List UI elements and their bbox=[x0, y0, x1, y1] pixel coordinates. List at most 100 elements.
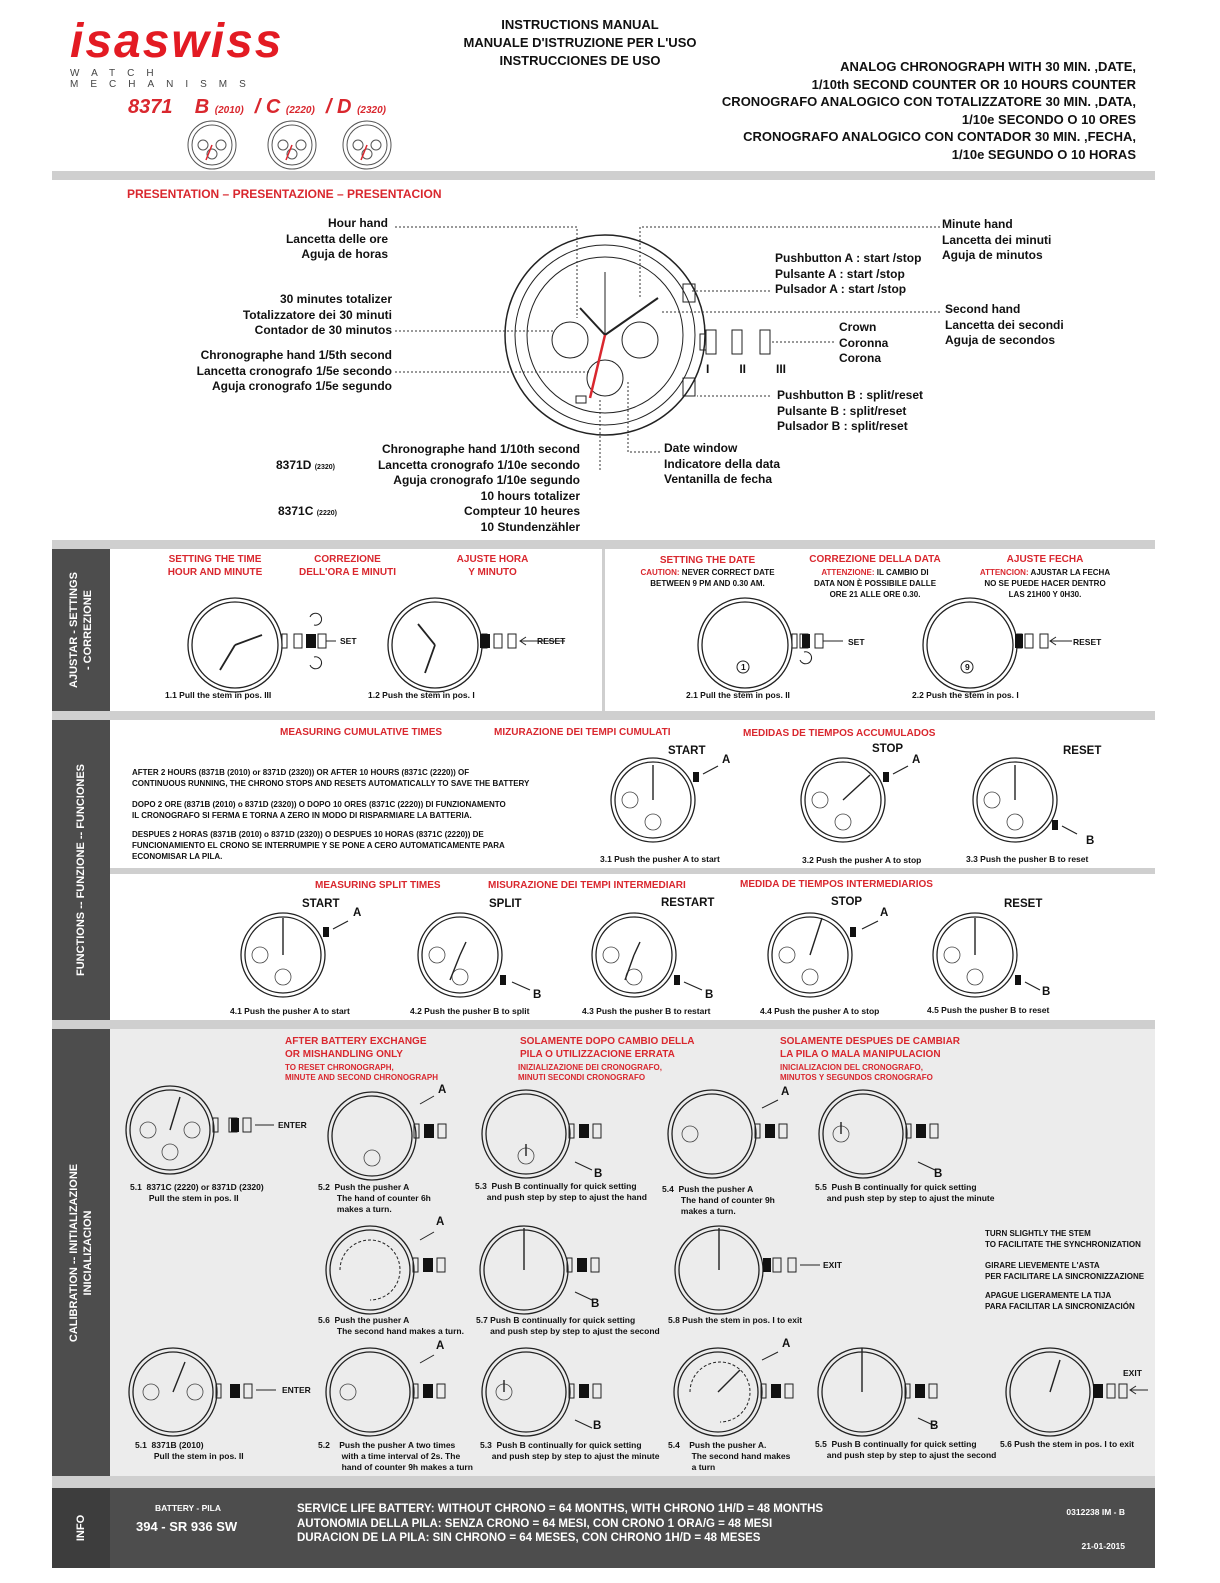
start-label: START bbox=[668, 745, 706, 757]
label-line: Pulsante B : split/reset bbox=[777, 403, 907, 418]
divider bbox=[602, 549, 605, 711]
label-line: Lancetta dei minuti bbox=[942, 232, 1052, 247]
caution-label: ATTENCION: bbox=[979, 568, 1029, 577]
label-line: Aguja de horas bbox=[301, 247, 388, 261]
step-caption: 5.3 Push B continually for quick setting… bbox=[475, 1181, 647, 1202]
caution-text: IL CAMBIO DI DATA NON È POSSIBILE DALLE … bbox=[813, 568, 937, 599]
step-caption: 5.1 8371C (2220) or 8371D (2320) Pull th… bbox=[130, 1182, 264, 1203]
manual-title-it: MANUALE D'ISTRUZIONE PER L'USO bbox=[463, 35, 697, 50]
date-title-es: AJUSTE FECHA bbox=[1006, 554, 1084, 565]
label-line: Pushbutton B : split/reset bbox=[777, 388, 924, 402]
pusher-a-label: A bbox=[781, 1086, 790, 1098]
auto-reset-it: DOPO 2 ORE (8371B (2010) o 8371D (2320))… bbox=[132, 800, 506, 820]
auto-reset-en: AFTER 2 HOURS (8371B (2010) or 8371D (23… bbox=[132, 768, 530, 788]
model-code: 8371C bbox=[278, 504, 314, 518]
step-caption: 5.6 Push the pusher A The second hand ma… bbox=[318, 1315, 464, 1336]
second-hand-label: Second hand Lancetta dei secondi Aguja d… bbox=[945, 302, 1064, 349]
exit-label: EXIT bbox=[823, 1260, 842, 1270]
functions-side-label: FUNCTIONS -- FUNZIONE -- FUNCIONES bbox=[52, 720, 110, 1020]
manual-title-es: INSTRUCCIONES DE USO bbox=[499, 53, 661, 68]
crown-label: Crown Coronna Corona bbox=[839, 320, 888, 367]
product-desc-line: ANALOG CHRONOGRAPH WITH 30 MIN. ,DATE, bbox=[840, 59, 1136, 74]
step-caption: 5.5 Push B continually for quick setting… bbox=[815, 1439, 997, 1460]
label-line: Aguja de minutos bbox=[942, 248, 1043, 262]
side-line: INFO bbox=[75, 1514, 87, 1542]
variant-code: (2320) bbox=[357, 105, 386, 116]
pusher-b-label: B bbox=[533, 989, 542, 1001]
label-line: Corona bbox=[839, 351, 881, 365]
label-line: Totalizzatore dei 30 minuti bbox=[242, 307, 392, 322]
step-caption: 2.2 Push the stem in pos. I bbox=[912, 690, 1019, 700]
label-line: Pulsador A : start /stop bbox=[775, 282, 907, 296]
label-line: Aguja cronografo 1/10e segundo bbox=[393, 473, 580, 487]
info-side-label: INFO bbox=[52, 1488, 110, 1568]
label-line: Date window bbox=[664, 441, 738, 455]
enter-label: ENTER bbox=[282, 1385, 311, 1395]
label-line: Aguja de secondos bbox=[945, 333, 1056, 347]
set-label: SET bbox=[848, 637, 865, 647]
label-line: Lancetta delle ore bbox=[285, 231, 388, 246]
pushbutton-b-label: Pushbutton B : split/reset Pulsante B : … bbox=[777, 388, 923, 435]
crown-positions: I II III bbox=[706, 362, 786, 378]
stop-label: STOP bbox=[831, 896, 863, 908]
start-label: START bbox=[302, 898, 340, 910]
pusher-b-label: B bbox=[934, 1168, 943, 1180]
service-line: SERVICE LIFE BATTERY: WITHOUT CHRONO = 6… bbox=[297, 1503, 824, 1515]
product-desc-line: 1/10e SECONDO O 10 ORES bbox=[961, 111, 1136, 127]
label-line: Pulsante A : start /stop bbox=[775, 266, 905, 281]
label-line: Pushbutton A : start /stop bbox=[775, 251, 922, 265]
separator-bar bbox=[52, 540, 1155, 549]
step-caption: 2.1 Pull the stem in pos. II bbox=[686, 690, 790, 700]
hint-es: APAGUE LIGERAMENTE LA TIJA PARA FACILITA… bbox=[985, 1291, 1135, 1311]
settings-side-label: AJUSTAR - SETTINGS- CORREZIONE bbox=[52, 549, 110, 711]
step-caption: 3.3 Push the pusher B to reset bbox=[966, 854, 1089, 864]
split-title-it: MISURAZIONE DEI TEMPI INTERMEDIARI bbox=[488, 880, 686, 891]
date-caution-it: ATTENZIONE: IL CAMBIO DI DATA NON È POSS… bbox=[805, 567, 945, 600]
label-line: Aguja cronografo 1/5e segundo bbox=[211, 379, 392, 393]
product-desc-line: CRONOGRAFO ANALOGICO CON CONTADOR 30 MIN… bbox=[743, 129, 1136, 144]
hint-en: TURN SLIGHTLY THE STEM TO FACILITATE THE… bbox=[985, 1229, 1141, 1249]
pushbutton-a-label: Pushbutton A : start /stop Pulsante A : … bbox=[775, 251, 921, 298]
label-line: Second hand bbox=[945, 302, 1021, 316]
calib-sub-en: TO RESET CHRONOGRAPH, MINUTE AND SECOND … bbox=[285, 1063, 439, 1082]
calib-title-en: AFTER BATTERY EXCHANGE OR MISHANDLING ON… bbox=[285, 1036, 427, 1060]
time-title-it: CORREZIONE DELL'ORA E MINUTI bbox=[298, 554, 396, 578]
step-caption: 4.1 Push the pusher A to start bbox=[230, 1006, 350, 1016]
step-caption: 5.4 Push the pusher A. The second hand m… bbox=[668, 1440, 791, 1472]
step-caption: 5.7 Push B continually for quick setting… bbox=[476, 1315, 660, 1336]
separator-bar bbox=[52, 711, 1155, 720]
label-line: Lancetta cronografo 1/5e secondo bbox=[196, 363, 392, 378]
step-caption: 5.8 Push the stem in pos. I to exit bbox=[668, 1315, 803, 1325]
model-main: 8371 bbox=[128, 96, 173, 118]
product-desc-line: 1/10e SEGUNDO O 10 HORAS bbox=[951, 146, 1136, 162]
label-line: Chronographe hand 1/10th second bbox=[381, 442, 580, 456]
label-line: 10 Stundenzähler bbox=[480, 519, 580, 534]
label-line: Chronographe hand 1/5th second bbox=[200, 348, 392, 362]
step-caption: 5.3 Push B continually for quick setting… bbox=[480, 1440, 660, 1461]
step-caption: 4.5 Push the pusher B to reset bbox=[927, 1005, 1050, 1015]
pusher-a-label: A bbox=[722, 754, 731, 766]
caution-label: CAUTION: bbox=[640, 568, 680, 577]
date-digit: 1 bbox=[741, 662, 746, 672]
battery-service-life: SERVICE LIFE BATTERY: WITHOUT CHRONO = 6… bbox=[297, 1502, 823, 1546]
label-line: Hour hand bbox=[328, 216, 388, 230]
brand-logo: isaswiss WATCH MECHANISMS bbox=[70, 18, 360, 93]
info-footer: INFO BATTERY - PILA 394 - SR 936 SW SERV… bbox=[52, 1488, 1155, 1568]
position-label: I bbox=[706, 362, 710, 376]
label-line: Pulsador B : split/reset bbox=[777, 419, 908, 433]
time-title-en: SETTING THE TIME HOUR AND MINUTE bbox=[167, 554, 263, 578]
step-caption: 5.4 Push the pusher A The hand of counte… bbox=[662, 1184, 775, 1216]
label-line: Compteur 10 heures bbox=[463, 504, 580, 518]
service-line: AUTONOMIA DELLA PILA: SENZA CRONO = 64 M… bbox=[297, 1517, 773, 1530]
variant-letter: C bbox=[265, 96, 281, 118]
step-caption: 3.2 Push the pusher A to stop bbox=[802, 855, 922, 865]
stop-label: STOP bbox=[872, 743, 904, 755]
date-caution-es: ATTENCION: AJUSTAR LA FECHA NO SE PUEDE … bbox=[975, 567, 1115, 600]
battery-label: BATTERY - PILA bbox=[155, 1503, 221, 1513]
label-line: 10 hours totalizer bbox=[480, 488, 580, 503]
chrono-tenth-label: Chronographe hand 1/10th second Lancetta… bbox=[340, 442, 580, 535]
label-line: Minute hand bbox=[942, 217, 1013, 231]
date-digit: 9 bbox=[965, 662, 970, 672]
restart-label: RESTART bbox=[661, 897, 715, 909]
